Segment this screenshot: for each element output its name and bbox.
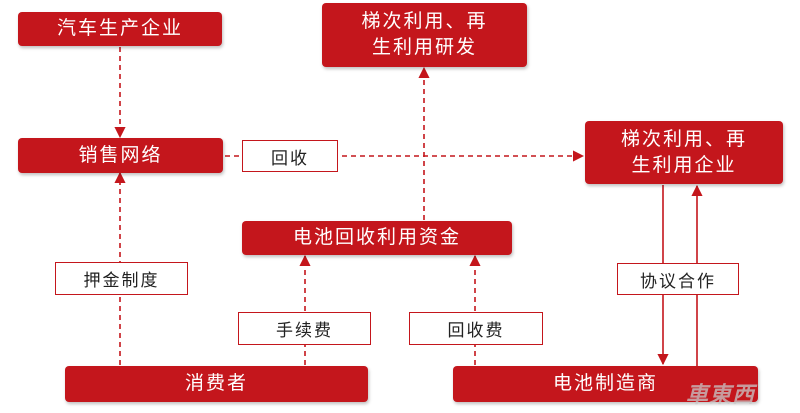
node-sales-network: 销售网络 bbox=[18, 138, 223, 173]
label-cooperation: 协议合作 bbox=[617, 263, 739, 295]
node-battery-maker: 电池制造商 bbox=[453, 366, 758, 402]
label-recycle-fee: 回收费 bbox=[409, 312, 543, 345]
label-recycle-text: 回收 bbox=[271, 148, 309, 169]
node-reuse-enterprise: 梯次利用、再 生利用企业 bbox=[585, 121, 783, 184]
label-deposit-system-text: 押金制度 bbox=[83, 271, 160, 291]
label-handling-fee: 手续费 bbox=[238, 312, 371, 345]
label-deposit-system: 押金制度 bbox=[55, 262, 188, 295]
label-cooperation-text: 协议合作 bbox=[640, 271, 716, 292]
node-reuse-enterprise-line1: 梯次利用、再 bbox=[620, 127, 747, 150]
node-recycle-fund: 电池回收利用资金 bbox=[242, 221, 512, 255]
node-consumer: 消费者 bbox=[65, 366, 368, 402]
label-recycle-fee-text: 回收费 bbox=[447, 321, 505, 341]
node-reuse-rd-line2: 生利用研发 bbox=[371, 36, 477, 58]
label-handling-fee-text: 手续费 bbox=[276, 321, 333, 341]
node-sales-network-text: 销售网络 bbox=[78, 143, 163, 166]
node-reuse-enterprise-line2: 生利用企业 bbox=[631, 153, 737, 176]
watermark-logo: 車東西 bbox=[686, 383, 756, 408]
node-consumer-text: 消费者 bbox=[184, 372, 248, 395]
node-auto-maker: 汽车生产企业 bbox=[18, 12, 222, 46]
node-recycle-fund-text: 电池回收利用资金 bbox=[292, 226, 461, 249]
node-auto-maker-text: 汽车生产企业 bbox=[56, 17, 183, 40]
node-reuse-rd: 梯次利用、再 生利用研发 bbox=[322, 3, 527, 67]
label-recycle: 回收 bbox=[242, 140, 338, 172]
node-battery-maker-text: 电池制造商 bbox=[552, 372, 658, 395]
node-reuse-rd-line1: 梯次利用、再 bbox=[361, 10, 488, 33]
